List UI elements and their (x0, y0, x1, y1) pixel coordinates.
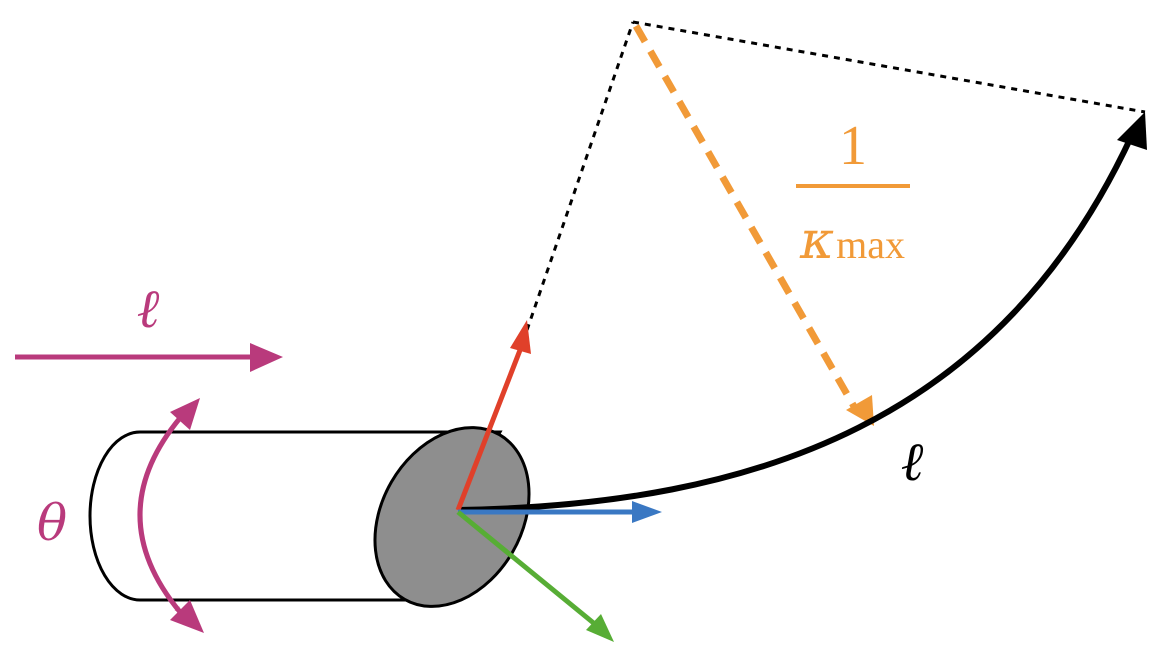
rotation-arrowhead-top (170, 398, 200, 430)
radius-label: 1 κmax (796, 115, 910, 271)
rotation-arrowhead-bottom (170, 600, 204, 633)
insertion-arrowhead (250, 343, 283, 372)
blue-arrowhead (632, 501, 662, 523)
radius-arrowhead (846, 395, 874, 426)
green-arrowhead (586, 614, 614, 642)
frame-z-axis-red (455, 320, 531, 511)
insertion-label: ℓ (137, 277, 160, 340)
rotation-label: θ (37, 494, 67, 552)
bending-arc (457, 112, 1147, 513)
frame-x-axis-blue (458, 501, 662, 523)
cylinder-end-disk (373, 426, 531, 608)
radius-kappa: κ (799, 211, 834, 271)
radius-arrow (632, 24, 874, 426)
dotted-line-left (525, 21, 635, 331)
bending-arc-arrowhead (1117, 112, 1147, 150)
radius-subscript: max (836, 222, 905, 267)
insertion-arrow (15, 343, 283, 372)
red-arrowhead (510, 320, 531, 354)
frame-y-axis-green (456, 510, 614, 642)
radius-numerator: 1 (839, 115, 867, 177)
radius-denominator: κmax (799, 211, 905, 271)
arc-length-label: ℓ (901, 430, 924, 493)
robot-cylinder (88, 426, 531, 608)
dotted-line-top (632, 20, 1146, 114)
construction-lines (525, 20, 1146, 331)
rotation-arrow (137, 398, 204, 633)
